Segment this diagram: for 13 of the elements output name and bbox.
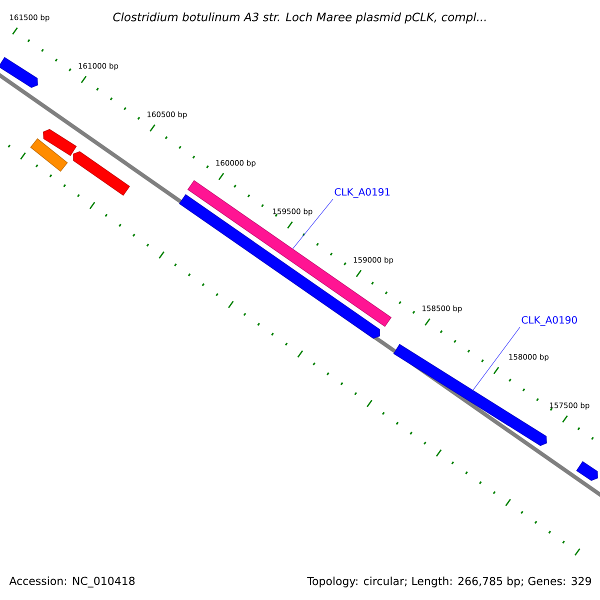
gene-feature: [30, 138, 68, 172]
gene-feature: [73, 151, 130, 196]
gene-label: CLK_A0191: [334, 188, 390, 198]
gene-feature: [0, 57, 38, 88]
accession-text: Accession: NC_010418: [9, 576, 135, 588]
leader-line: [292, 198, 334, 250]
title: Clostridium botulinum A3 str. Loch Maree plasmid pCLK, compl...: [113, 12, 486, 24]
gene-feature: [576, 461, 598, 481]
gene-feature: [43, 129, 77, 156]
gene-label: CLK_A0190: [522, 316, 577, 326]
genome-info: Topology: circular; Length: 266,785 bp; Genes: 329: [307, 576, 592, 588]
gene-feature: [393, 344, 547, 446]
leader-line: [472, 326, 520, 390]
